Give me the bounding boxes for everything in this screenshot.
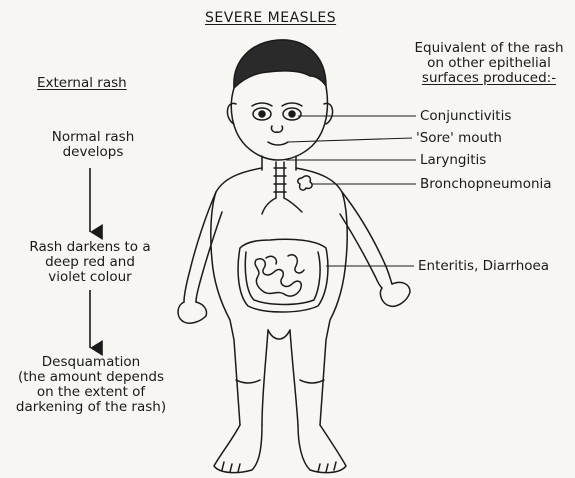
- torso-left-edge: [211, 168, 262, 425]
- child-figure: [178, 40, 410, 473]
- hair: [234, 40, 326, 88]
- leg-left-inner: [262, 330, 268, 425]
- knee-right: [300, 380, 324, 383]
- hand-left: [178, 302, 207, 323]
- pointer-lines: [286, 116, 416, 266]
- knee-left: [236, 380, 260, 383]
- hand-right: [380, 282, 410, 306]
- foot-left: [214, 425, 262, 473]
- head-outline: [231, 86, 327, 160]
- brow-right: [282, 103, 302, 106]
- small-intestine-loops: [266, 255, 304, 273]
- lung-lesion: [298, 176, 312, 190]
- pointer-sore-mouth: [288, 138, 412, 142]
- toes-right: [318, 462, 336, 472]
- torso-right-edge: [296, 168, 347, 425]
- leg-right-inner: [290, 330, 298, 425]
- small-intestine: [255, 259, 301, 296]
- arm-right-outer: [342, 192, 392, 284]
- foot-right: [298, 425, 346, 473]
- mouth: [268, 142, 288, 145]
- brow-left: [252, 103, 272, 106]
- bronchi: [262, 198, 302, 214]
- pupil-left: [259, 111, 265, 117]
- arm-left-inner: [196, 212, 222, 302]
- nose: [271, 126, 282, 132]
- pupil-right: [289, 111, 295, 117]
- crotch: [268, 330, 290, 339]
- toes-left: [222, 462, 240, 472]
